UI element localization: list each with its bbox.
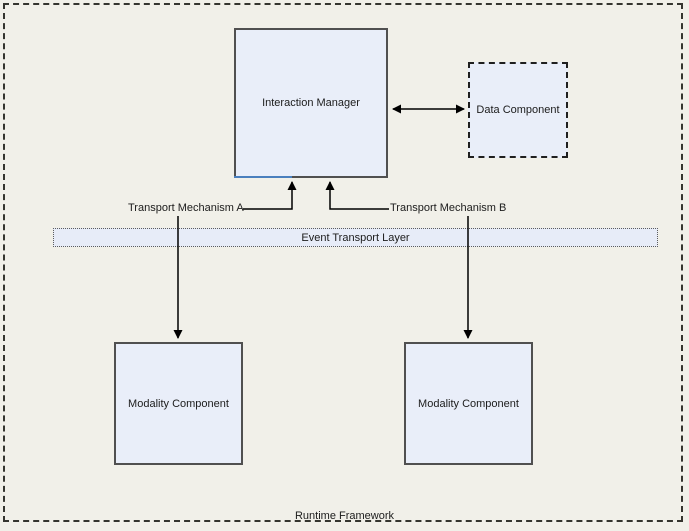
transport-mechanism-b-label: Transport Mechanism B [390,202,507,214]
interaction-manager-node: Interaction Manager [234,28,388,178]
interaction-manager-label: Interaction Manager [262,97,360,109]
data-component-node: Data Component [468,62,568,158]
interaction-manager-blue-edge [234,176,292,178]
data-component-label: Data Component [476,104,560,116]
modality-component-right-node: Modality Component [404,342,533,465]
transport-mechanism-a-label: Transport Mechanism A [128,202,244,214]
runtime-framework-title-text: Runtime Framework [294,510,395,522]
modality-component-right-label: Modality Component [418,397,519,410]
modality-component-left-label: Modality Component [128,397,229,410]
runtime-framework-boundary [3,3,683,522]
event-transport-layer-label: Event Transport Layer [301,231,410,244]
runtime-framework-title: Runtime Framework [0,510,689,523]
event-transport-layer-band: Event Transport Layer [53,228,658,247]
modality-component-left-node: Modality Component [114,342,243,465]
